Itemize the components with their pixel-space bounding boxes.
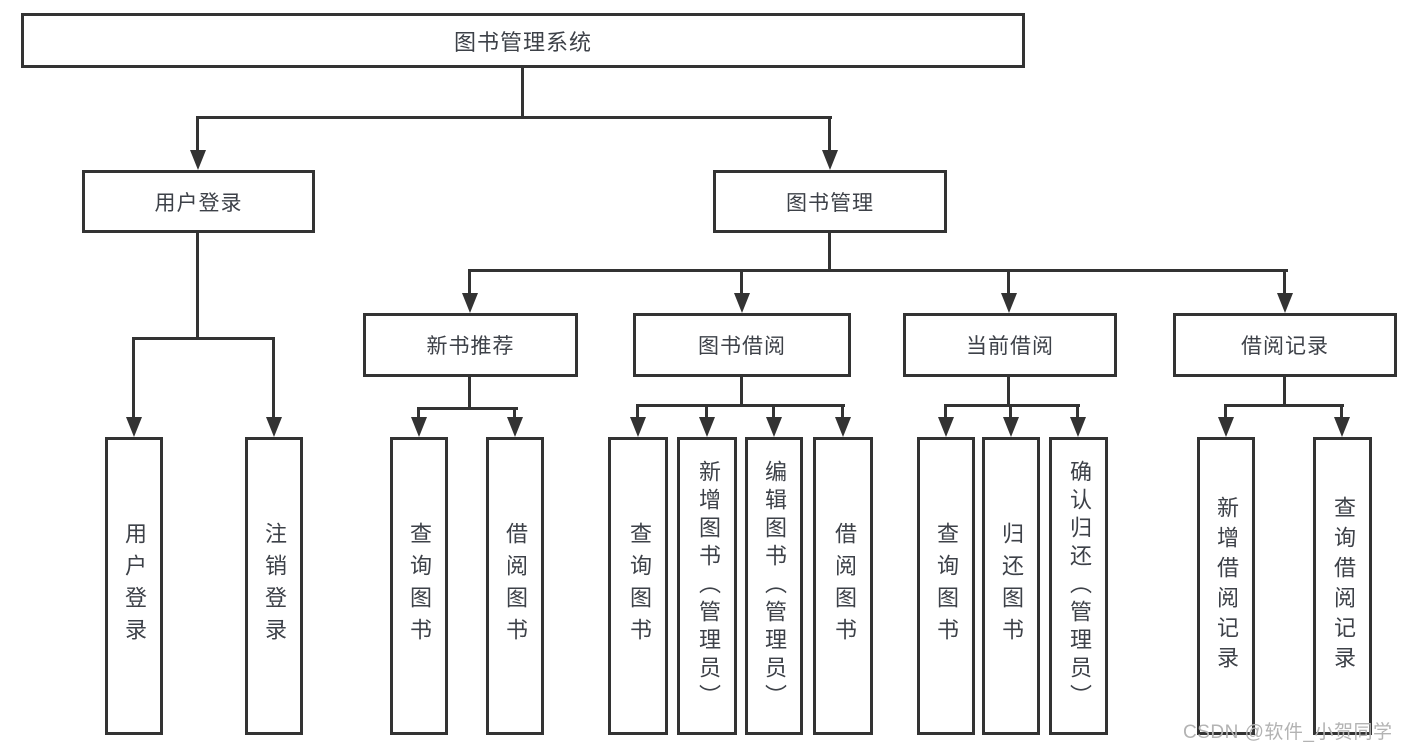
connector-book-borrow-branch: [636, 404, 845, 407]
connector-arrow-line: [1009, 404, 1012, 419]
arrowhead: [766, 417, 782, 437]
leaf-logout-login: 注销登录: [245, 437, 303, 735]
connector-new-book-branch: [417, 407, 518, 410]
connector-arrow-line: [705, 404, 708, 419]
node-label: 注销登录: [262, 522, 287, 650]
arrowhead: [411, 417, 427, 437]
leaf-cb-query-books: 查询图书: [917, 437, 975, 735]
leaf-user-login: 用户登录: [105, 437, 163, 735]
node-current-borrow: 当前借阅: [903, 313, 1117, 377]
node-label: 用户登录: [154, 191, 243, 215]
connector-arrow-line: [196, 116, 199, 152]
connector-arrow-line: [132, 337, 135, 419]
connector-arrow-line: [1007, 269, 1010, 295]
connector-arrow-line: [1283, 269, 1286, 295]
node-user-login: 用户登录: [82, 170, 315, 233]
node-label: 归还图书: [999, 522, 1024, 650]
node-borrow-records: 借阅记录: [1173, 313, 1397, 377]
node-label: 新增图书（管理员）: [696, 460, 721, 712]
node-label: 图书借阅: [698, 335, 786, 358]
leaf-nb-borrow-books: 借阅图书: [486, 437, 544, 735]
node-label: 新增借阅记录: [1214, 496, 1239, 676]
arrowhead: [1277, 293, 1293, 313]
connector-book-mgmt-stem: [828, 233, 831, 271]
leaf-bb-query-books: 查询图书: [608, 437, 668, 735]
connector-arrow-line: [740, 269, 743, 295]
node-label: 图书管理系统: [453, 29, 592, 55]
leaf-br-query-record: 查询借阅记录: [1313, 437, 1372, 735]
arrowhead: [1003, 417, 1019, 437]
node-label: 查询图书: [934, 522, 959, 650]
arrowhead: [507, 417, 523, 437]
arrowhead: [1001, 293, 1017, 313]
connector-arrow-line: [636, 404, 639, 419]
arrowhead: [938, 417, 954, 437]
leaf-nb-query-books: 查询图书: [390, 437, 448, 735]
watermark: CSDN @软件_小贺同学: [1183, 722, 1393, 743]
arrowhead: [1070, 417, 1086, 437]
node-label: 图书管理: [786, 191, 874, 215]
connector-book-borrow-stem: [740, 377, 743, 407]
leaf-cb-return-books: 归还图书: [982, 437, 1040, 735]
connector-current-borrow-branch: [944, 404, 1080, 407]
node-label: 借阅图书: [503, 522, 528, 650]
node-label: 借阅图书: [832, 522, 857, 650]
connector-arrow-line: [1224, 404, 1227, 419]
node-library-system: 图书管理系统: [21, 13, 1025, 68]
connector-user-login-branch: [132, 337, 275, 340]
connector-arrow-line: [944, 404, 947, 419]
connector-arrow-line: [841, 404, 844, 419]
node-label: 借阅记录: [1241, 335, 1329, 358]
arrowhead: [699, 417, 715, 437]
connector-arrow-line: [1340, 404, 1343, 419]
node-label: 查询图书: [627, 522, 652, 650]
leaf-cb-confirm-return-admin: 确认归还（管理员）: [1049, 437, 1108, 735]
connector-level3-branch: [468, 269, 1288, 272]
leaf-bb-add-books-admin: 新增图书（管理员）: [677, 437, 737, 735]
connector-arrow-line: [417, 407, 420, 419]
arrowhead: [1218, 417, 1234, 437]
leaf-bb-borrow-books: 借阅图书: [813, 437, 873, 735]
arrowhead: [126, 417, 142, 437]
connector-arrow-line: [272, 337, 275, 419]
connector-borrow-records-branch: [1224, 404, 1344, 407]
connector-arrow-line: [828, 116, 831, 152]
connector-arrow-line: [513, 407, 516, 419]
arrowhead: [462, 293, 478, 313]
connector-new-book-stem: [468, 377, 471, 410]
connector-user-login-stem: [196, 233, 199, 340]
arrowhead: [190, 150, 206, 170]
arrowhead: [630, 417, 646, 437]
arrowhead: [734, 293, 750, 313]
leaf-bb-edit-books-admin: 编辑图书（管理员）: [745, 437, 803, 735]
leaf-br-add-record: 新增借阅记录: [1197, 437, 1255, 735]
connector-arrow-line: [468, 269, 471, 295]
connector-current-borrow-stem: [1007, 377, 1010, 407]
node-book-borrow: 图书借阅: [633, 313, 851, 377]
arrowhead: [266, 417, 282, 437]
arrowhead: [822, 150, 838, 170]
node-label: 当前借阅: [966, 335, 1054, 358]
node-book-management: 图书管理: [713, 170, 947, 233]
connector-level2-branch: [196, 116, 832, 119]
connector-root-stem: [521, 68, 524, 118]
arrowhead: [835, 417, 851, 437]
node-new-book-recommend: 新书推荐: [363, 313, 578, 377]
arrowhead: [1334, 417, 1350, 437]
connector-borrow-records-stem: [1283, 377, 1286, 407]
connector-arrow-line: [772, 404, 775, 419]
node-label: 新书推荐: [426, 335, 515, 358]
node-label: 查询图书: [407, 522, 432, 650]
node-label: 编辑图书（管理员）: [762, 460, 787, 712]
connector-arrow-line: [1076, 404, 1079, 419]
node-label: 用户登录: [122, 522, 147, 650]
node-label: 确认归还（管理员）: [1067, 460, 1092, 712]
node-label: 查询借阅记录: [1331, 496, 1356, 676]
